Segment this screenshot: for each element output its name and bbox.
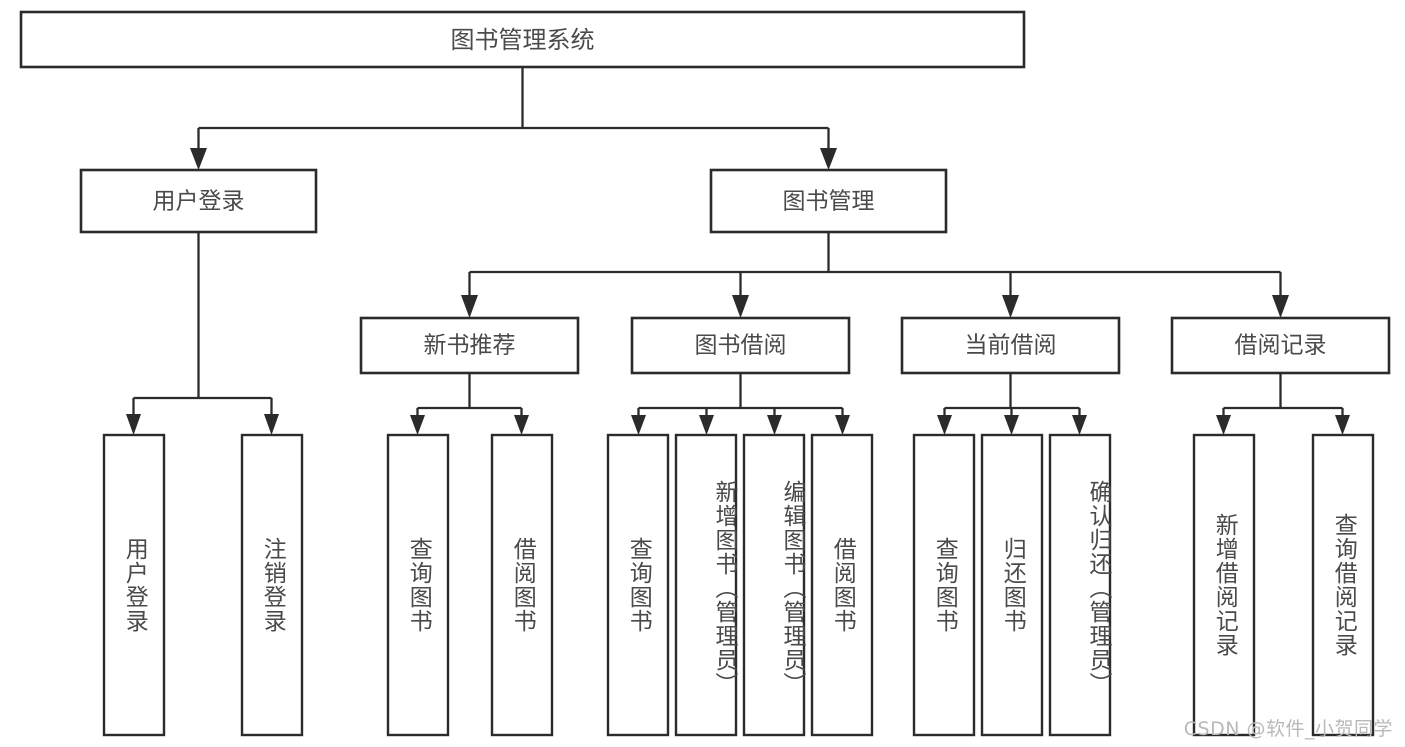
connector-group-new-book-recommend-to-leaves — [410, 373, 529, 435]
node-current-borrow[interactable]: 当前借阅 — [900, 316, 1121, 375]
arrow-head-leaf-nb-borrow-book — [514, 415, 529, 435]
node-book-management-box[interactable] — [709, 168, 948, 234]
connector-group-current-borrow-to-leaves — [937, 373, 1087, 435]
node-book-borrow[interactable]: 图书借阅 — [630, 316, 851, 375]
arrow-head-leaf-nb-query-book — [410, 415, 425, 435]
arrow-head-leaf-cb-query-book — [937, 415, 952, 435]
arrow-head-leaf-br-add-record — [1216, 415, 1231, 435]
connector-group-root-to-level2 — [190, 67, 837, 170]
leaf-box-nb-borrow-book[interactable] — [490, 433, 554, 737]
node-user-login[interactable]: 用户登录 — [79, 168, 318, 234]
node-new-book-recommend-box[interactable] — [359, 316, 580, 375]
leaf-box-nb-query-book[interactable] — [386, 433, 450, 737]
arrow-head-user-login — [190, 148, 207, 170]
arrow-head-leaf-br-query-record — [1335, 415, 1350, 435]
leaf-box-bb-add-book[interactable] — [674, 433, 738, 737]
leaf-box-cb-query-book[interactable] — [912, 433, 976, 737]
arrow-head-leaf-cb-confirm-return — [1072, 415, 1087, 435]
node-borrow-record[interactable]: 借阅记录 — [1170, 316, 1391, 375]
node-current-borrow-box[interactable] — [900, 316, 1121, 375]
arrow-head-leaf-cb-return-book — [1004, 415, 1019, 435]
leaf-box-user-login[interactable] — [102, 433, 166, 737]
leaf-box-logout[interactable] — [240, 433, 304, 737]
arrow-head-leaf-user-login — [126, 414, 141, 435]
node-new-book-recommend[interactable]: 新书推荐 — [359, 316, 580, 375]
leaf-box-bb-query-book[interactable] — [606, 433, 670, 737]
leaf-box-cb-return-book[interactable] — [980, 433, 1044, 737]
node-new-book-recommend-label: 新书推荐 — [424, 333, 516, 359]
leaf-box-br-query-record[interactable] — [1311, 433, 1375, 737]
node-user-login-box[interactable] — [79, 168, 318, 234]
leaf-box-br-add-record[interactable] — [1192, 433, 1256, 737]
arrow-head-leaf-bb-query-book — [631, 415, 646, 435]
node-root-label: 图书管理系统 — [451, 26, 595, 54]
leaf-box-bb-edit-book[interactable] — [742, 433, 806, 737]
arrow-head-leaf-bb-borrow-book — [835, 415, 850, 435]
arrow-head-book-manage — [820, 148, 837, 170]
node-root-book-management-system[interactable]: 图书管理系统 — [19, 10, 1026, 69]
csdn-watermark: CSDN @软件_小贺同学 — [1183, 718, 1393, 740]
arrow-head-borrow-record — [1272, 295, 1289, 318]
arrow-head-book-borrow — [732, 295, 749, 318]
node-user-login-label: 用户登录 — [153, 189, 245, 215]
node-book-management-label: 图书管理 — [783, 189, 875, 215]
arrow-head-current-borrow — [1002, 295, 1019, 318]
node-current-borrow-label: 当前借阅 — [965, 333, 1057, 359]
node-book-management[interactable]: 图书管理 — [709, 168, 948, 234]
node-borrow-record-box[interactable] — [1170, 316, 1391, 375]
leaf-box-bb-borrow-book[interactable] — [810, 433, 874, 737]
node-borrow-record-label: 借阅记录 — [1235, 333, 1327, 359]
connector-group-book-manage-to-level3 — [461, 232, 1289, 318]
arrow-head-new-book-recommend — [461, 295, 478, 318]
node-root-box[interactable] — [19, 10, 1026, 69]
arrow-head-leaf-bb-add-book — [699, 415, 714, 435]
connector-group-borrow-record-to-leaves — [1216, 373, 1350, 435]
arrow-head-leaf-bb-edit-book — [767, 415, 782, 435]
connector-group-book-borrow-to-leaves — [631, 373, 850, 435]
node-book-borrow-label: 图书借阅 — [695, 333, 787, 359]
node-book-borrow-box[interactable] — [630, 316, 851, 375]
connector-group-user-login-to-leaves — [126, 232, 279, 435]
arrow-head-leaf-logout — [264, 414, 279, 435]
leaf-box-cb-confirm-return[interactable] — [1048, 433, 1112, 737]
